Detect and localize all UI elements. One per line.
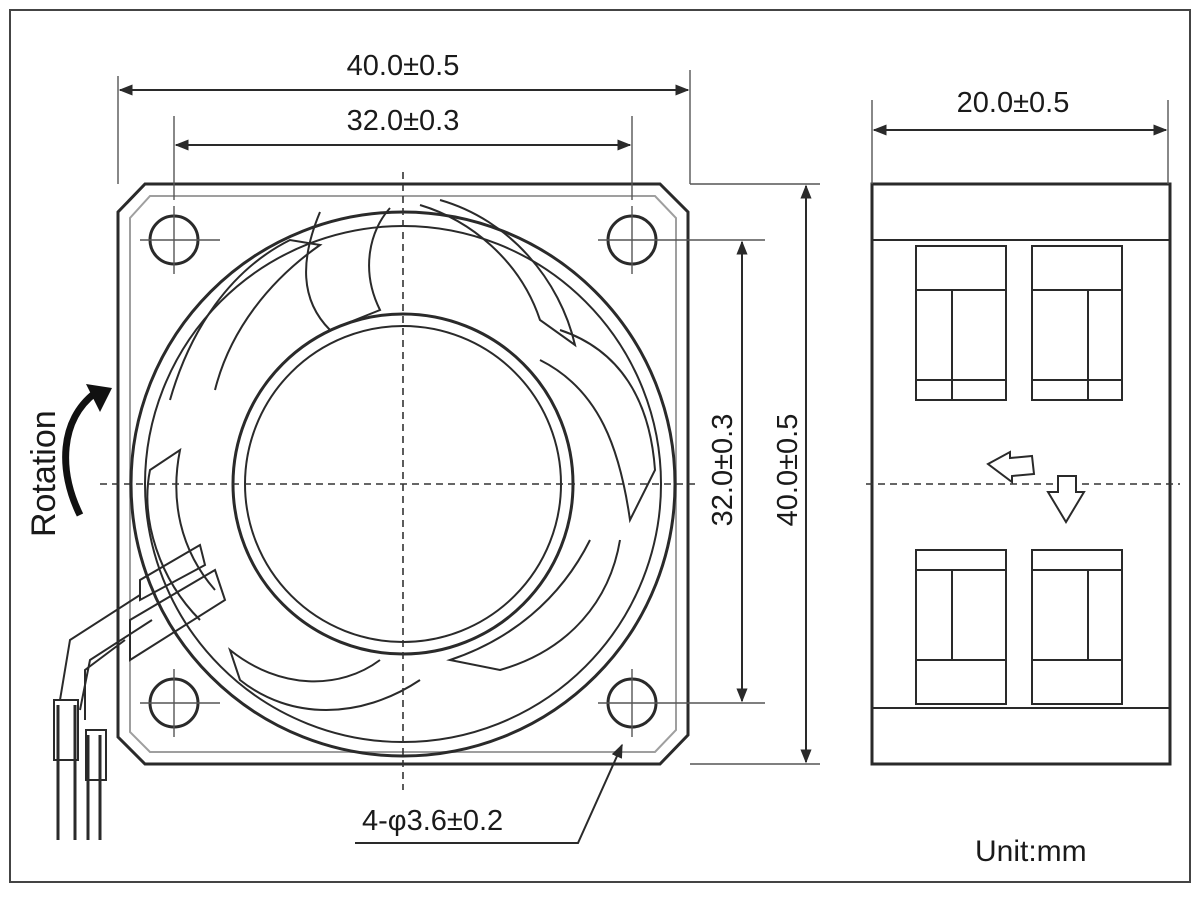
unit-label: Unit:mm (975, 835, 1087, 868)
fan-blades (146, 199, 657, 711)
front-view: Rotation 40.0±0.5 32.0±0.3 32.0±0.3 40.0… (25, 50, 820, 844)
mounting-holes (140, 206, 765, 737)
side-slots-bottom (915, 549, 1123, 705)
dim-hole-spacing-height: 32.0±0.3 (707, 414, 739, 527)
dim-hole-spacing-width: 32.0±0.3 (347, 105, 460, 137)
rotation-label: Rotation (25, 410, 63, 537)
airflow-direction-arrow-icon (1046, 475, 1086, 524)
rotation-direction-arrow-icon (986, 450, 1036, 484)
mounting-hole-leader (355, 743, 623, 844)
rotation-arrow-icon (62, 390, 98, 517)
side-view: 20.0±0.5 (866, 87, 1180, 766)
dim-overall-width: 40.0±0.5 (347, 50, 460, 82)
side-view-outline (870, 182, 1172, 766)
dim-overall-height: 40.0±0.5 (772, 414, 804, 527)
fan-frame-outline (116, 182, 690, 766)
drawing-frame (9, 9, 1191, 883)
side-slots-top (915, 245, 1123, 401)
dim-mounting-holes: 4-φ3.6±0.2 (362, 805, 503, 837)
dim-depth: 20.0±0.5 (957, 87, 1070, 119)
wire-harness (53, 543, 227, 840)
